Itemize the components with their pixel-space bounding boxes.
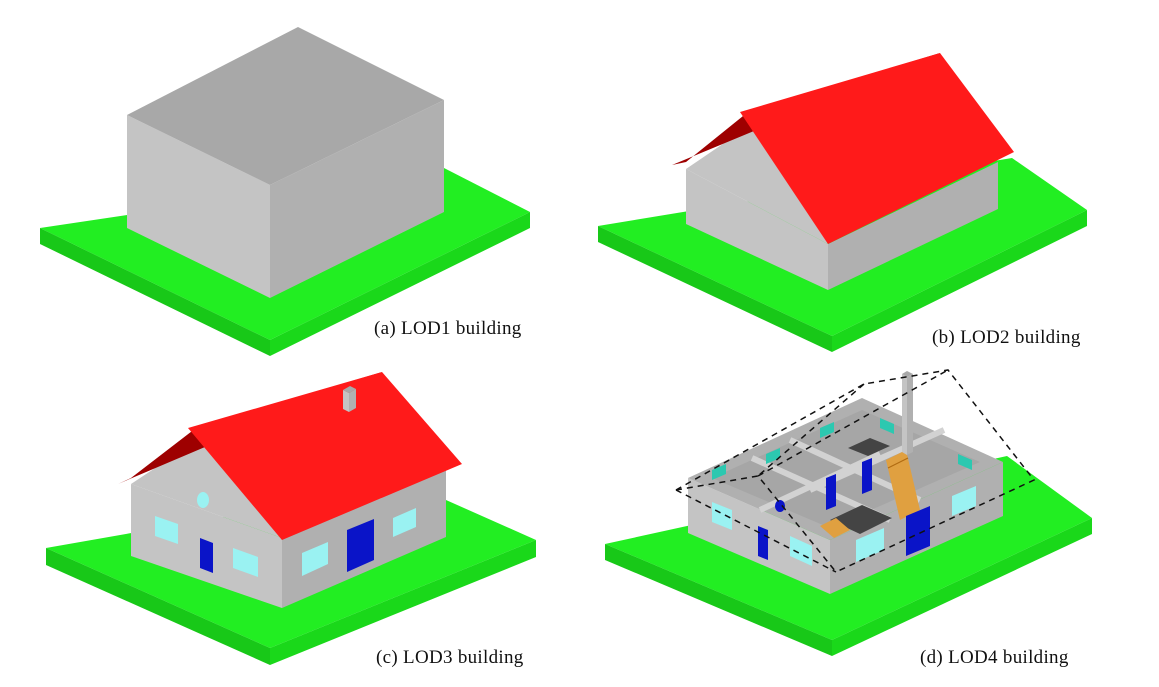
chimney bbox=[343, 386, 356, 412]
chimney bbox=[902, 371, 913, 455]
panel-lod2: (b) LOD2 building bbox=[598, 53, 1087, 352]
interior-door bbox=[826, 474, 836, 510]
round-window bbox=[197, 492, 209, 508]
caption-lod1: (a) LOD1 building bbox=[374, 318, 522, 339]
panel-lod3: (c) LOD3 building bbox=[46, 372, 536, 668]
caption-lod2: (b) LOD2 building bbox=[932, 327, 1081, 348]
panel-lod1: (a) LOD1 building bbox=[40, 27, 530, 356]
door bbox=[758, 526, 768, 560]
interior-door bbox=[862, 458, 872, 494]
caption-lod3: (c) LOD3 building bbox=[376, 647, 524, 668]
caption-lod4: (d) LOD4 building bbox=[920, 647, 1069, 668]
panel-lod4: (d) LOD4 building bbox=[605, 370, 1092, 668]
door bbox=[200, 538, 213, 573]
round-window bbox=[775, 500, 785, 512]
